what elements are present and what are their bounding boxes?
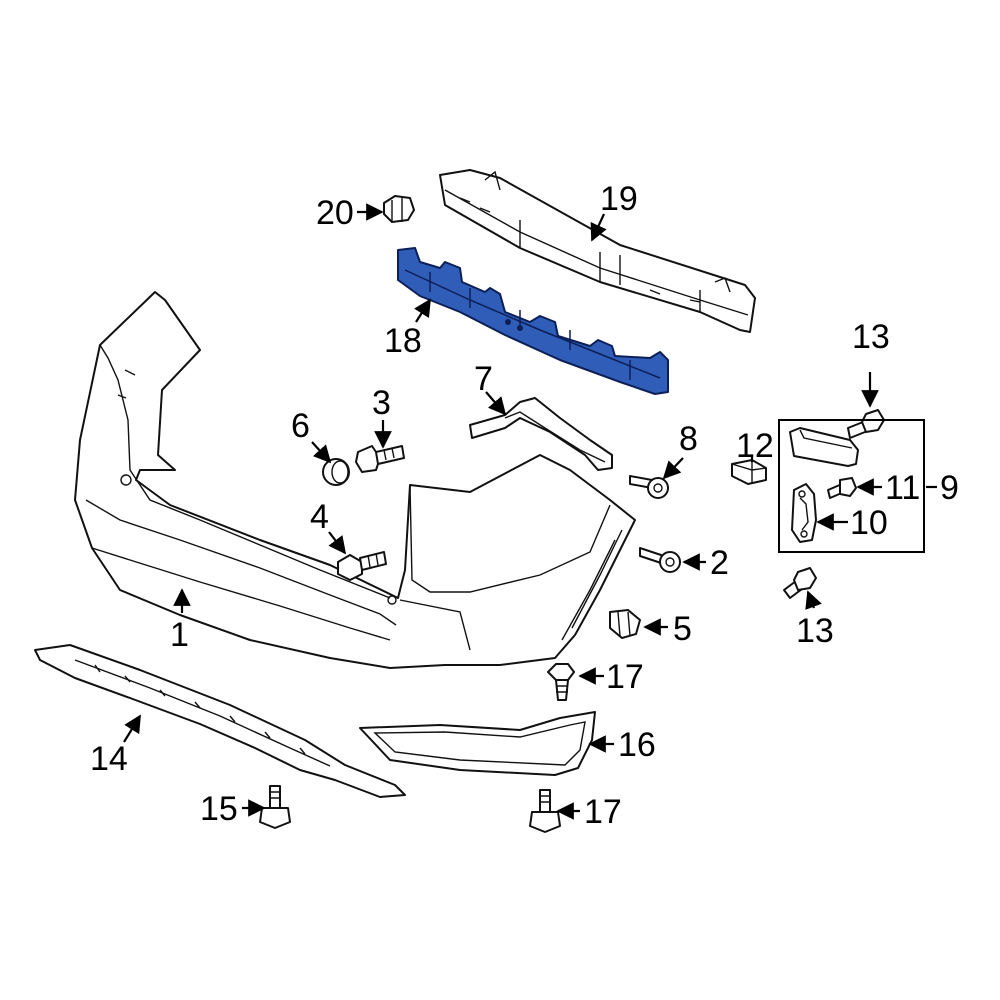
callout-12: 12 bbox=[736, 427, 774, 465]
cap-part-6[interactable] bbox=[322, 458, 350, 486]
bolt-part-4[interactable] bbox=[337, 551, 387, 581]
bracket-part-7[interactable] bbox=[469, 397, 613, 471]
callout-11: 11 bbox=[885, 469, 920, 507]
callout-15: 15 bbox=[200, 790, 238, 828]
leader-lines bbox=[123, 203, 937, 820]
impact-bar-part-19[interactable] bbox=[439, 169, 756, 333]
bolt-part-15[interactable] bbox=[259, 785, 291, 829]
callout-13-upper: 13 bbox=[852, 318, 890, 356]
clip-part-17-upper[interactable] bbox=[547, 663, 575, 701]
leader-7 bbox=[485, 391, 507, 416]
callout-5: 5 bbox=[673, 610, 692, 648]
leader-13b bbox=[805, 590, 822, 610]
callout-17-lower: 17 bbox=[584, 793, 622, 831]
callout-19: 19 bbox=[600, 180, 638, 218]
screw-part-8[interactable] bbox=[629, 475, 669, 499]
callout-7: 7 bbox=[474, 360, 493, 398]
callout-13-lower: 13 bbox=[796, 612, 834, 650]
bolt-part-13-upper[interactable] bbox=[847, 409, 885, 439]
leader-6 bbox=[311, 441, 332, 464]
callout-4: 4 bbox=[310, 498, 329, 536]
callout-6: 6 bbox=[291, 407, 310, 445]
callout-14: 14 bbox=[90, 740, 128, 778]
reflector-assembly[interactable] bbox=[789, 427, 859, 467]
callout-3: 3 bbox=[372, 384, 391, 422]
energy-absorber-part-18[interactable] bbox=[397, 247, 669, 395]
bumper-cover-part-1[interactable] bbox=[74, 291, 636, 669]
callout-20: 20 bbox=[316, 194, 354, 232]
callout-1: 1 bbox=[170, 616, 189, 654]
clip-part-20[interactable] bbox=[383, 195, 415, 223]
screw-part-11[interactable] bbox=[827, 477, 857, 499]
leader-14 bbox=[123, 714, 141, 743]
callout-2: 2 bbox=[710, 544, 729, 582]
screw-part-2[interactable] bbox=[639, 547, 681, 573]
callout-16: 16 bbox=[618, 726, 656, 764]
callout-labels: 1 2 3 4 5 6 7 8 9 10 11 12 13 13 14 15 1… bbox=[90, 180, 959, 831]
bolt-part-17-lower[interactable] bbox=[529, 789, 561, 833]
leader-8 bbox=[662, 457, 684, 480]
reflector-garnish-part-16[interactable] bbox=[359, 711, 596, 776]
bolt-part-3[interactable] bbox=[355, 445, 405, 473]
callout-9: 9 bbox=[940, 469, 959, 507]
bolt-part-13-lower[interactable] bbox=[783, 567, 817, 599]
group-box-part-9 bbox=[778, 419, 925, 553]
callout-18: 18 bbox=[384, 322, 422, 360]
lower-garnish-part-14[interactable] bbox=[34, 644, 406, 798]
leader-19 bbox=[590, 213, 607, 242]
callout-17-upper: 17 bbox=[606, 658, 644, 696]
leader-4 bbox=[328, 531, 347, 555]
callout-10: 10 bbox=[850, 504, 888, 542]
bracket-part-10[interactable] bbox=[791, 483, 817, 543]
leader-18 bbox=[414, 298, 431, 323]
callout-8: 8 bbox=[679, 420, 698, 458]
clip-part-5[interactable] bbox=[609, 609, 641, 639]
